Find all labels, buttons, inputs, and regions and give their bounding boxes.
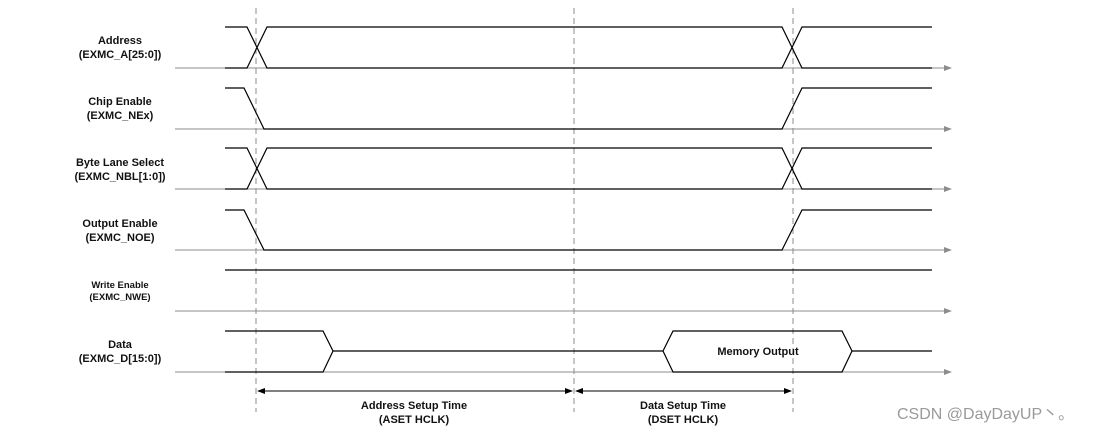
signal-name-write-enable: Write Enable (91, 280, 148, 291)
signal-name-data: Data (108, 339, 133, 351)
axis-arrow-data (944, 369, 952, 375)
arrowhead-address-setup-start (257, 388, 265, 394)
signal-name-output-enable: Output Enable (82, 218, 157, 230)
data-bus-label: Memory Output (717, 346, 799, 358)
axis-arrow-address (944, 65, 952, 71)
signal-port-data: (EXMC_D[15:0]) (79, 353, 162, 365)
signal-name-byte-lane-select: Byte Lane Select (76, 157, 164, 169)
waveform-chip-enable (225, 87, 932, 130)
waveforms (225, 26, 932, 373)
arrowhead-address-setup-end (565, 388, 573, 394)
signal-name-chip-enable: Chip Enable (88, 96, 152, 108)
axis-arrow-byte-lane-select (944, 186, 952, 192)
waveform-output-enable (225, 209, 932, 251)
waveform-data (225, 330, 932, 373)
signal-port-chip-enable: (EXMC_NEx) (87, 110, 154, 122)
phase-name-address-setup: Address Setup Time (361, 400, 467, 412)
time-markers (255, 8, 794, 412)
phase-name-data-setup: Data Setup Time (640, 400, 726, 412)
axis-arrow-write-enable (944, 308, 952, 314)
signal-port-byte-lane-select: (EXMC_NBL[1:0]) (74, 171, 165, 183)
phase-unit-address-setup: (ASET HCLK) (379, 414, 450, 426)
phase-dimensions (257, 388, 792, 394)
phase-unit-data-setup: (DSET HCLK) (648, 414, 719, 426)
axis-arrow-output-enable (944, 247, 952, 253)
watermark: CSDN @DayDayUP丶。 (897, 406, 1074, 423)
signal-labels: Address (EXMC_A[25:0]) Chip Enable (EXMC… (74, 35, 165, 365)
signal-name-address: Address (98, 35, 142, 47)
waveform-byte-lane-select (225, 147, 932, 190)
signal-port-output-enable: (EXMC_NOE) (85, 232, 154, 244)
axis-arrow-chip-enable (944, 126, 952, 132)
signal-port-address: (EXMC_A[25:0]) (79, 49, 162, 61)
signal-port-write-enable: (EXMC_NWE) (89, 292, 150, 303)
time-axes (175, 65, 952, 375)
waveform-address (225, 26, 932, 69)
arrowhead-data-setup-start (575, 388, 583, 394)
arrowhead-data-setup-end (784, 388, 792, 394)
